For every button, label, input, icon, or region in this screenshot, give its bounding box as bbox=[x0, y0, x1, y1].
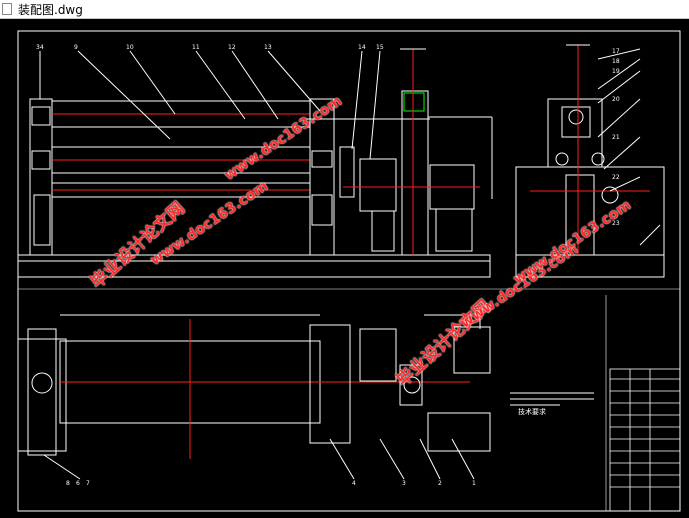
callout-19: 19 bbox=[612, 68, 620, 75]
front-view bbox=[17, 48, 493, 278]
callout-12: 12 bbox=[228, 44, 236, 51]
tech-requirements-block bbox=[510, 392, 594, 406]
drawing-svg: 17 18 19 20 21 22 23 34 9 10 11 12 13 14… bbox=[17, 30, 681, 512]
callout-4: 4 bbox=[352, 480, 356, 487]
callout-17: 17 bbox=[612, 48, 620, 55]
title-block bbox=[609, 368, 681, 512]
top-view bbox=[17, 314, 491, 480]
callout-11: 11 bbox=[192, 44, 200, 51]
side-view bbox=[515, 44, 665, 278]
cad-drawing-canvas[interactable]: 17 18 19 20 21 22 23 34 9 10 11 12 13 14… bbox=[0, 19, 689, 514]
callout-13: 13 bbox=[264, 44, 272, 51]
callout-21: 21 bbox=[612, 134, 620, 141]
callout-15: 15 bbox=[376, 44, 384, 51]
callout-10: 10 bbox=[126, 44, 134, 51]
callout-23: 23 bbox=[612, 220, 620, 227]
callout-9: 9 bbox=[74, 44, 78, 51]
callout-8: 8 bbox=[66, 480, 70, 487]
callout-20: 20 bbox=[612, 96, 620, 103]
callout-14: 14 bbox=[358, 44, 366, 51]
tech-requirements-title: 技术要求 bbox=[518, 408, 546, 416]
callout-1: 1 bbox=[472, 480, 476, 487]
callout-18: 18 bbox=[612, 58, 620, 65]
callout-34: 34 bbox=[36, 44, 44, 51]
window-title: 装配图.dwg bbox=[18, 2, 83, 17]
callout-7: 7 bbox=[86, 480, 90, 487]
callout-3: 3 bbox=[402, 480, 406, 487]
file-icon bbox=[2, 3, 12, 15]
callout-22: 22 bbox=[612, 174, 620, 181]
callout-6: 6 bbox=[76, 480, 80, 487]
window-titlebar: 装配图.dwg bbox=[0, 0, 689, 19]
callout-2: 2 bbox=[438, 480, 442, 487]
